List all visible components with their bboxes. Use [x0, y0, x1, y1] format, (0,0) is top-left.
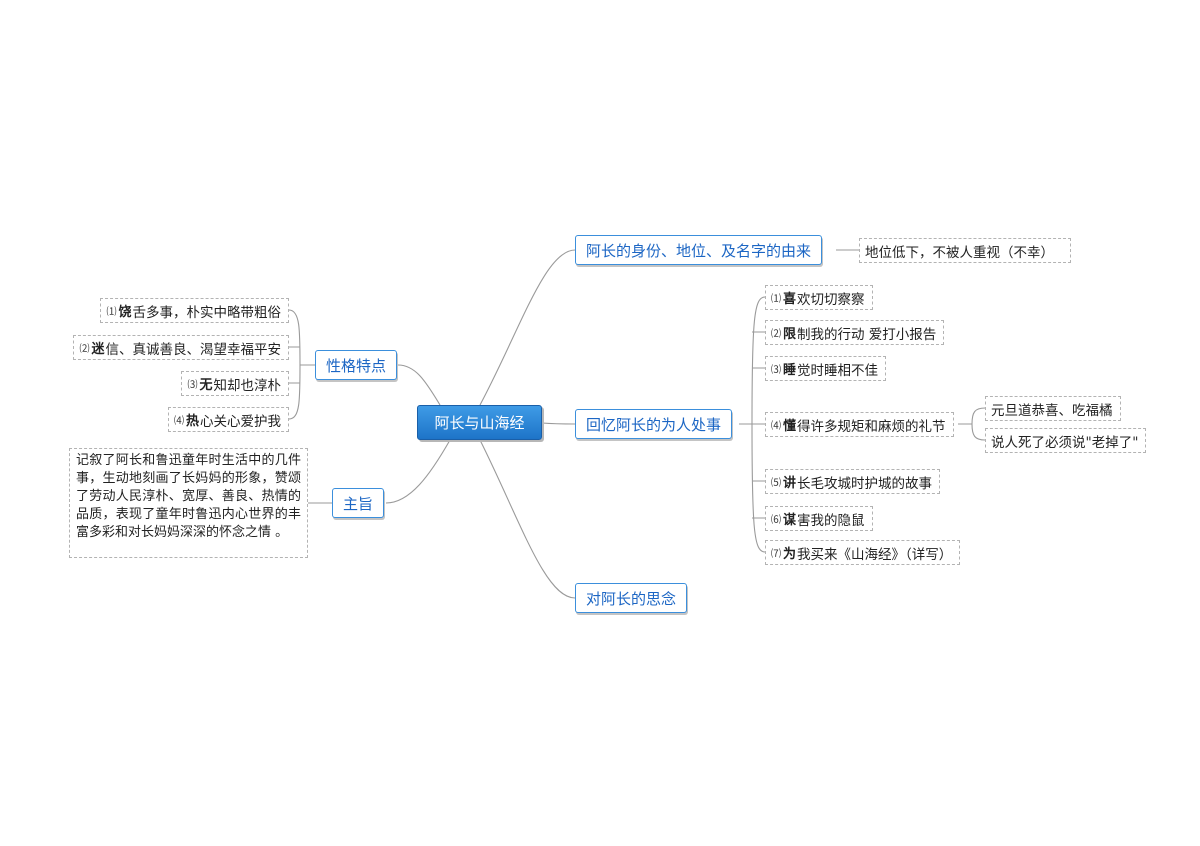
- branch-identity[interactable]: 阿长的身份、地位、及名字的由来: [575, 235, 823, 265]
- item-keyword: 无: [199, 378, 213, 393]
- branch-memories-label: 回忆阿长的为人处事: [586, 415, 722, 434]
- link-root-identity: [479, 249, 576, 406]
- branch-memories[interactable]: 回忆阿长的为人处事: [575, 409, 733, 439]
- root-topic[interactable]: 阿长与山海经: [417, 405, 542, 440]
- root-topic-label: 阿长与山海经: [434, 414, 525, 432]
- item-number: ⑶: [771, 365, 781, 376]
- branch-personality[interactable]: 性格特点: [315, 350, 398, 380]
- link-root-memories: [541, 422, 576, 425]
- item-number: ⑺: [771, 549, 781, 560]
- memory-item[interactable]: ⑹谋害我的隐鼠: [765, 506, 873, 531]
- branch-theme-label: 主旨: [343, 494, 374, 513]
- item-text: 信、真诚善良、渴望幸福平安: [105, 341, 282, 358]
- memory-item[interactable]: ⑸讲长毛攻城时护城的故事: [765, 469, 941, 494]
- link-root-theme: [385, 439, 451, 504]
- link-root-missing: [479, 439, 576, 599]
- item-number: ⑶: [187, 380, 198, 391]
- item-keyword: 迷: [91, 342, 105, 357]
- item-keyword: 限: [783, 327, 797, 342]
- item-number: ⑷: [173, 416, 184, 427]
- item-text: 长毛攻城时护城的故事: [797, 475, 933, 492]
- branch-missing[interactable]: 对阿长的思念: [575, 583, 688, 613]
- branch-identity-label: 阿长的身份、地位、及名字的由来: [586, 241, 812, 260]
- personality-item[interactable]: ⑷热心关心爱护我: [167, 407, 289, 432]
- item-text: 我买来《山海经》（详写）: [797, 546, 953, 563]
- item-text: 得许多规矩和麻烦的礼节: [797, 418, 946, 435]
- item-text: 心关心爱护我: [200, 413, 281, 430]
- item-number: ⑴: [771, 294, 781, 305]
- item-text: 知却也淳朴: [213, 377, 282, 394]
- item-number: ⑹: [771, 515, 781, 526]
- branch-personality-label: 性格特点: [326, 356, 387, 375]
- item-text: 觉时睡相不佳: [797, 362, 879, 379]
- item-text: 制我的行动 爱打小报告: [797, 326, 937, 343]
- item-text: 舌多事，朴实中略带粗俗: [132, 304, 282, 321]
- item-text: 欢切切察察: [797, 291, 865, 308]
- branch-missing-label: 对阿长的思念: [586, 589, 677, 608]
- item-keyword: 讲: [783, 476, 797, 491]
- memory-item[interactable]: ⑴喜欢切切察察: [765, 285, 873, 310]
- item-keyword: 饶: [118, 305, 132, 320]
- item-keyword: 懂: [783, 419, 797, 434]
- theme-note[interactable]: 记叙了阿长和鲁迅童年时生活中的几件事，生动地刻画了长妈妈的形象，赞颂了劳动人民淳…: [69, 448, 308, 558]
- item-keyword: 为: [783, 547, 797, 562]
- item-keyword: 喜: [783, 292, 797, 307]
- item-text: 害我的隐鼠: [797, 512, 865, 529]
- item-keyword: 谋: [783, 513, 797, 528]
- personality-item[interactable]: ⑴饶舌多事，朴实中略带粗俗: [100, 298, 289, 323]
- memory-item[interactable]: ⑺为我买来《山海经》（详写）: [765, 540, 961, 565]
- link-root-personality: [397, 364, 441, 406]
- item-keyword: 睡: [783, 363, 797, 378]
- link-personality-leaves: [288, 309, 315, 420]
- personality-item[interactable]: ⑵迷信、真诚善良、渴望幸福平安: [73, 335, 289, 360]
- item-number: ⑵: [771, 329, 781, 340]
- identity-detail-text: 地位低下，不被人重视（不幸）: [865, 244, 1054, 261]
- rule-text: 说人死了必须说"老掉了": [991, 434, 1139, 451]
- item-keyword: 热: [185, 414, 199, 429]
- item-number: ⑸: [771, 478, 781, 489]
- memory-item[interactable]: ⑷懂得许多规矩和麻烦的礼节: [765, 412, 954, 437]
- rule-text: 元旦道恭喜、吃福橘: [991, 402, 1113, 419]
- item-number: ⑷: [771, 421, 781, 432]
- memory-item[interactable]: ⑶睡觉时睡相不佳: [765, 356, 887, 381]
- branch-theme[interactable]: 主旨: [332, 488, 385, 518]
- item-number: ⑴: [106, 307, 117, 318]
- link-memories-leaves: [739, 296, 766, 553]
- personality-item[interactable]: ⑶无知却也淳朴: [181, 371, 289, 396]
- rule-item[interactable]: 说人死了必须说"老掉了": [985, 428, 1147, 453]
- link-rules: [958, 407, 986, 441]
- memory-item[interactable]: ⑵限制我的行动 爱打小报告: [765, 320, 945, 345]
- rule-item[interactable]: 元旦道恭喜、吃福橘: [985, 396, 1121, 421]
- item-number: ⑵: [79, 344, 90, 355]
- identity-detail[interactable]: 地位低下，不被人重视（不幸）: [859, 238, 1071, 263]
